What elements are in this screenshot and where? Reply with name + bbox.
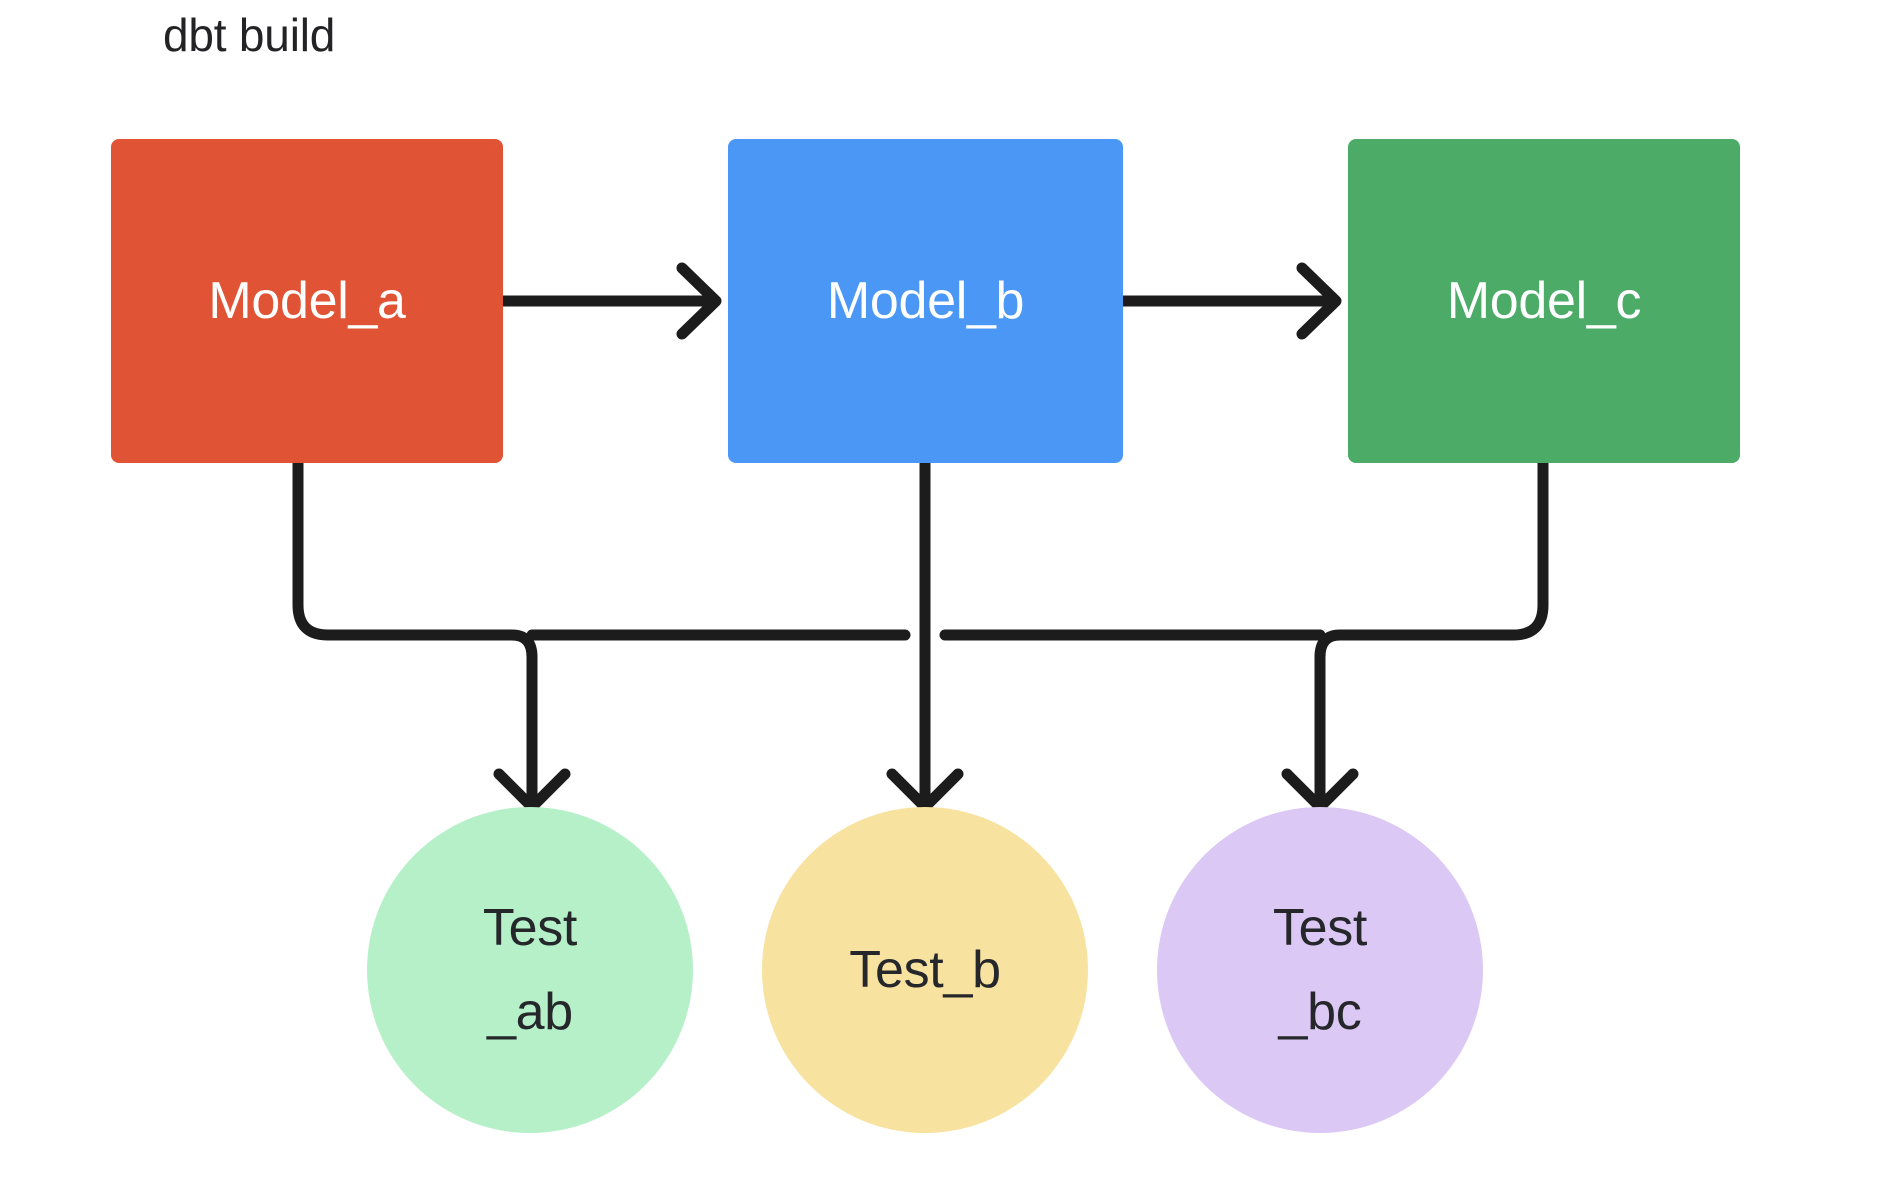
- edge-model-c-to-bus: [1314, 457, 1549, 663]
- node-test-bc-label-line2: _bc: [1278, 983, 1362, 1041]
- node-model-b[interactable]: Model_b: [728, 139, 1123, 463]
- node-model-b-label: Model_b: [826, 272, 1025, 330]
- node-test-bc-label-line1: Test: [1272, 898, 1368, 957]
- node-model-a-label: Model_a: [208, 272, 406, 330]
- node-model-c-label: Model_c: [1446, 272, 1642, 330]
- edge-model-a-to-model-b: [497, 262, 722, 340]
- edge-bus-to-test-bc: [1281, 651, 1359, 813]
- edge-model-a-to-bus: [292, 457, 538, 663]
- node-model-a[interactable]: Model_a: [111, 139, 503, 463]
- node-test-b-label-line1: Test_b: [849, 940, 1001, 999]
- edge-model-b-to-model-c: [1117, 262, 1342, 340]
- node-model-c[interactable]: Model_c: [1348, 139, 1740, 463]
- page-title: dbt build: [163, 9, 336, 61]
- node-test-ab-label-line2: _ab: [487, 983, 573, 1041]
- node-test-bc[interactable]: Test _bc: [1157, 807, 1483, 1133]
- edge-bus-to-test-ab: [493, 651, 571, 813]
- node-test-ab[interactable]: Test _ab: [367, 807, 693, 1133]
- node-test-b[interactable]: Test_b: [762, 807, 1088, 1133]
- node-test-ab-label-line1: Test: [482, 898, 578, 957]
